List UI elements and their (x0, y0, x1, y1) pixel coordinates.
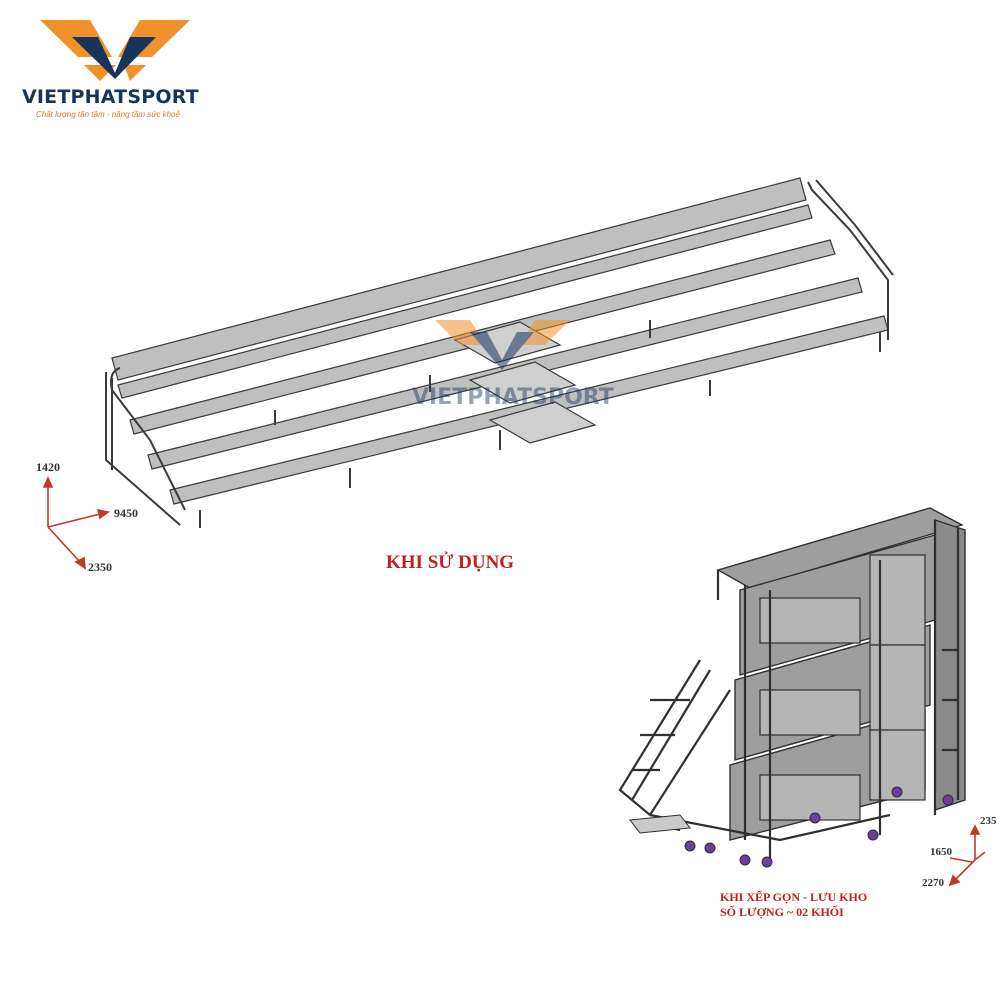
dimension-depth-stored: 2270 (922, 877, 944, 889)
caption-stored-line1: KHI XẾP GỌN - LƯU KHO (720, 890, 868, 904)
dimension-height-stored: 235 (980, 815, 997, 827)
dimension-depth-in-use: 2350 (88, 560, 112, 574)
caption-in-use: KHI SỬ DỤNG (386, 552, 515, 573)
vietphatsport-logo-icon (40, 20, 190, 81)
brand-name: VIETPHATSPORT (22, 86, 199, 108)
watermark-text: VIETPHATSPORT (412, 385, 614, 410)
dimension-length-stored: 1650 (930, 846, 952, 858)
dimension-height-in-use: 1420 (36, 460, 60, 474)
brand-slogan: Chất lượng tận tâm - nâng tầm sức khoẻ (36, 110, 180, 119)
caption-stored-line2: SỐ LƯỢNG ~ 02 KHỐI (720, 905, 844, 919)
dimension-length-in-use: 9450 (114, 506, 138, 520)
